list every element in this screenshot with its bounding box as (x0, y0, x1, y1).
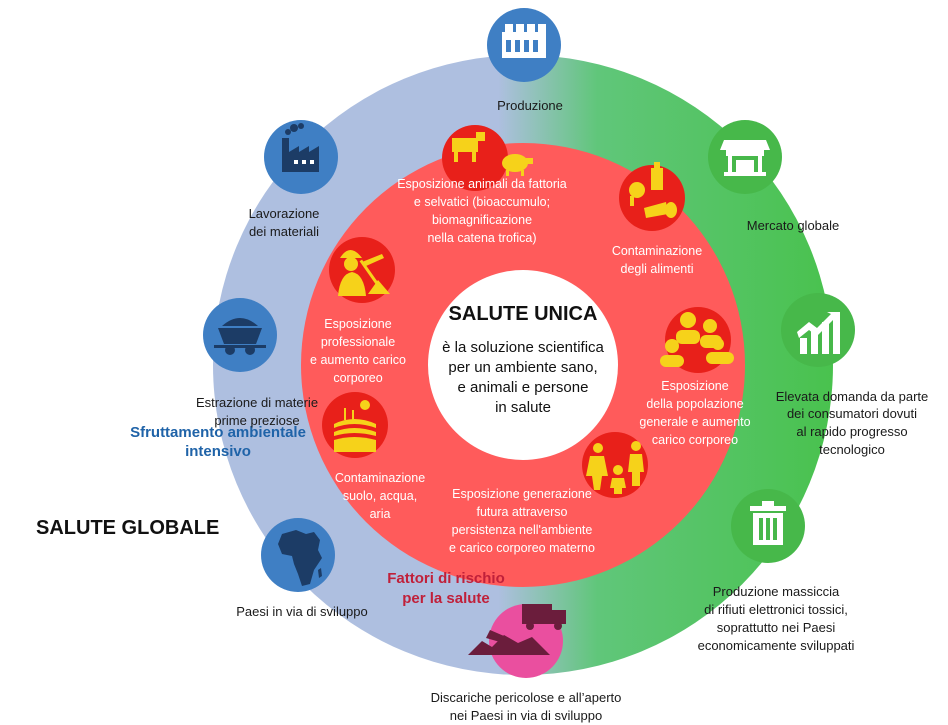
inner-node-food: Contaminazione degli alimenti (612, 162, 702, 276)
factory-icon (282, 123, 319, 172)
node-label: degli alimenti (621, 262, 694, 276)
outer-node-developing-countries: Paesi in via di sviluppo (236, 518, 368, 619)
center-line: e animali e persone (458, 379, 589, 396)
mine-cart-icon (214, 318, 266, 355)
center-line: per un ambiente sano, (448, 359, 597, 376)
center-line: è la soluzione scientifica (442, 339, 604, 356)
node-label: corporeo (333, 371, 382, 385)
population-icon (660, 312, 734, 367)
environmental-exploitation-title: intensivo (185, 443, 251, 460)
node-label: nella catena trofica) (427, 231, 536, 245)
node-label: di rifiuti elettronici tossici, (704, 602, 848, 617)
node-label: e selvatici (bioaccumulo; (414, 195, 550, 209)
inner-node-animals: Esposizione animali da fattoria e selvat… (397, 125, 567, 245)
node-label: Contaminazione (335, 471, 425, 485)
farm-animals-icon (452, 132, 533, 176)
family-icon (586, 441, 644, 494)
outer-node-global-market: Mercato globale (708, 120, 839, 233)
growth-chart-icon (797, 312, 840, 354)
node-label: Contaminazione (612, 244, 702, 258)
node-label: Estrazione di materie (196, 395, 318, 410)
node-label: Elevata domanda da parte (776, 389, 929, 404)
inner-node-population: Esposizione della popolazione generale e… (639, 307, 751, 447)
node-label: nei Paesi in via di sviluppo (450, 708, 602, 723)
node-label: Esposizione (324, 317, 391, 331)
outer-node-extraction: Estrazione di materie prime preziose (196, 298, 318, 428)
market-stall-icon (720, 140, 770, 176)
outer-node-production: Produzione (487, 8, 563, 113)
node-label: Esposizione animali da fattoria (397, 177, 567, 191)
node-label: della popolazione (646, 397, 743, 411)
node-label: persistenza nell'ambiente (452, 523, 593, 537)
node-label: Esposizione generazione (452, 487, 592, 501)
environmental-exploitation-title: Sfruttamento ambientale (130, 424, 306, 441)
garbage-truck-icon (468, 604, 566, 655)
node-label: biomagnificazione (432, 213, 532, 227)
node-label: aria (370, 507, 391, 521)
node-label: Mercato globale (747, 218, 840, 233)
center-line: in salute (495, 399, 551, 416)
food-icon (629, 162, 677, 218)
risk-factors-title: Fattori di rischio (387, 570, 505, 587)
center-title: SALUTE UNICA (449, 303, 598, 325)
node-label: generale e aumento (639, 415, 750, 429)
node-label: prime preziose (214, 413, 299, 428)
node-label: Esposizione (661, 379, 728, 393)
node-label: al rapido progresso (796, 424, 907, 439)
trash-bin-icon (750, 501, 786, 545)
risk-factors-title: per la salute (402, 590, 490, 607)
africa-map-icon (278, 530, 322, 586)
node-label: dei materiali (249, 224, 319, 239)
node-label: Discariche pericolose e all’aperto (431, 690, 622, 705)
outer-node-dumpsites: Discariche pericolose e all’aperto nei P… (431, 604, 622, 723)
node-label: suolo, acqua, (343, 489, 417, 503)
inner-node-soil-water-air: Contaminazione suolo, acqua, aria (322, 392, 425, 521)
outer-node-consumer-demand: Elevata domanda da parte dei consumatori… (776, 293, 929, 457)
node-label: Produzione massiccia (713, 584, 840, 599)
worker-icon (338, 250, 390, 296)
node-label: e carico corporeo materno (449, 541, 595, 555)
node-label: carico corporeo (652, 433, 738, 447)
center-disc (428, 270, 618, 460)
node-label: Lavorazione (249, 206, 320, 221)
factory-building-icon (502, 24, 546, 58)
node-label: Paesi in via di sviluppo (236, 604, 368, 619)
global-health-label: SALUTE GLOBALE (36, 517, 219, 539)
node-label: e aumento carico (310, 353, 406, 367)
node-label: futura attraverso (476, 505, 567, 519)
node-label: professionale (321, 335, 395, 349)
node-label: economicamente sviluppati (698, 638, 855, 653)
node-label: tecnologico (819, 442, 885, 457)
inner-node-future-generation: Esposizione generazione futura attravers… (449, 432, 648, 555)
outer-node-e-waste: Produzione massiccia di rifiuti elettron… (698, 489, 855, 653)
node-label: soprattutto nei Paesi (717, 620, 836, 635)
node-label: Produzione (497, 98, 563, 113)
node-label: dei consumatori dovuti (787, 406, 917, 421)
inner-node-worker: Esposizione professionale e aumento cari… (310, 237, 406, 385)
outer-node-processing: Lavorazione dei materiali (249, 120, 338, 239)
soil-water-air-icon (334, 400, 376, 452)
